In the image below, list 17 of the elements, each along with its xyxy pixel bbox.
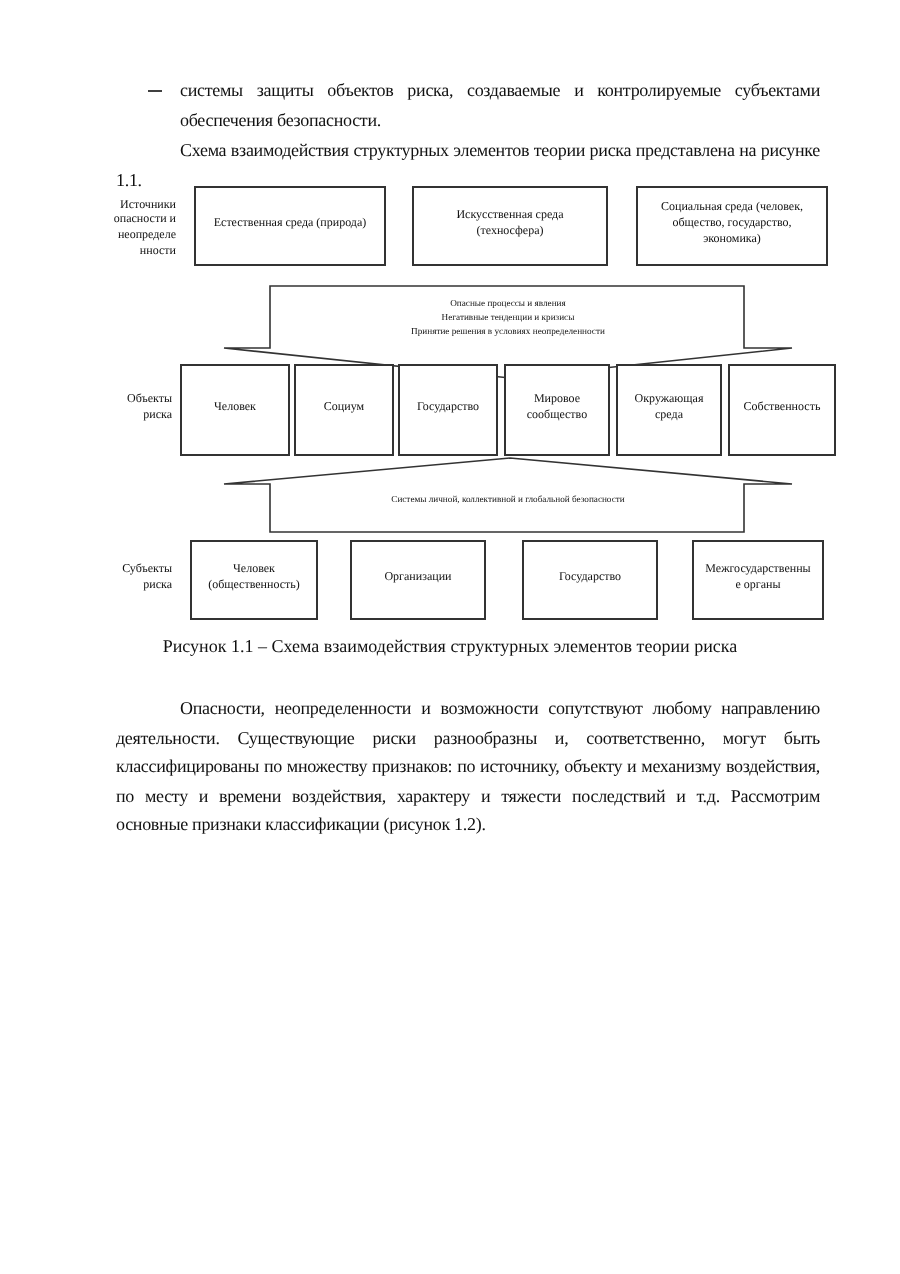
process-box	[190, 540, 318, 620]
paragraph: Опасности, неопределенности и возможности сопутствуют любому направлению деятельности. Существующие риски разнообразны и, соответственно, могут быть классифицированы по множеству признаков: по источнику, объекту и механизму воздействия, по месту и времени воздействия, характеру и тяжести последствий и т.д. Рассмотрим основные признаки классификации (рисунок 1.2).	[116, 696, 820, 838]
process-box	[636, 186, 828, 266]
process-box	[180, 364, 290, 456]
process-box	[294, 364, 394, 456]
process-box	[692, 540, 824, 620]
process-box	[398, 364, 498, 456]
process-box	[350, 540, 486, 620]
process-box	[412, 186, 608, 266]
paragraph: системы защиты объектов риска, создаваемые и контролируемые субъектами обеспечения безопасности.	[180, 78, 820, 133]
figure-caption: Рисунок 1.1 – Схема взаимодействия структурных элементов теории риска	[160, 636, 740, 656]
process-box	[194, 186, 386, 266]
process-box	[728, 364, 836, 456]
process-box	[504, 364, 610, 456]
paragraph: Схема взаимодействия структурных элементов теории риска представлена на рисунке 1.1.	[116, 138, 820, 193]
process-box	[616, 364, 722, 456]
process-box	[522, 540, 658, 620]
